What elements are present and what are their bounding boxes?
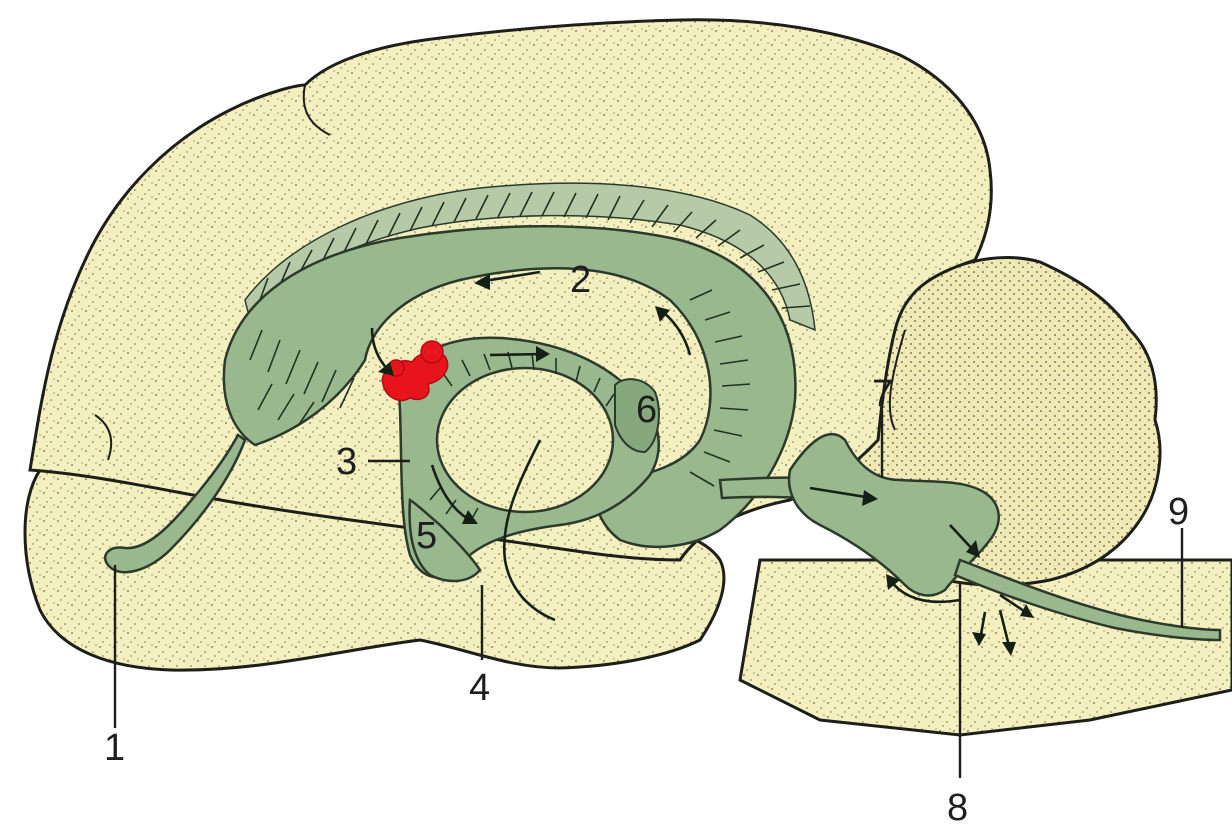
label-7: 7	[872, 373, 893, 415]
label-2: 2	[570, 259, 591, 301]
label-5: 5	[416, 515, 437, 557]
label-9: 9	[1168, 491, 1189, 533]
label-6: 6	[636, 389, 657, 431]
label-4: 4	[469, 667, 490, 709]
label-1: 1	[104, 727, 125, 769]
label-8: 8	[947, 787, 968, 829]
label-3: 3	[336, 441, 357, 483]
interthalamic-adhesion	[437, 368, 613, 512]
